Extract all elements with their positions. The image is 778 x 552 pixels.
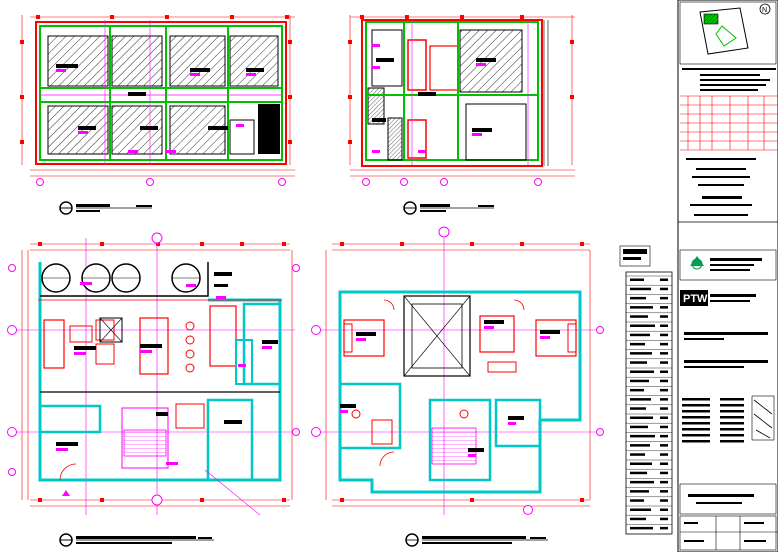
legend-row-symbol [660,324,668,327]
legend-row-text [630,517,646,521]
legend-row-symbol [660,352,668,355]
legend-table [625,271,673,535]
legend-row-text [630,425,648,429]
floor-plan-1 [7,232,300,547]
legend-row-symbol [660,444,668,447]
legend-row-symbol [660,517,668,521]
title-row-label [682,440,710,443]
legend-row-text [630,526,653,530]
legend-row-symbol [660,499,668,502]
title-row-value [720,416,744,419]
floor-plan-2 [311,226,604,547]
legend-row-text [630,480,654,484]
legend-row-text [630,333,650,337]
title-row-value [720,404,744,407]
title-row-value [720,440,744,443]
legend-row-symbol [660,315,668,318]
legend-row-text [630,398,651,401]
legend-row-text [630,416,653,419]
title-row-value [720,434,744,437]
elevation-2 [348,15,575,215]
legend-row-text [630,324,655,327]
title-row-label [682,416,710,419]
title-row-value [720,410,744,413]
title-row-value [720,428,744,431]
legend-row-symbol [660,361,668,364]
logo-text: PTW [683,293,708,305]
legend-row-text [630,407,646,410]
legend-row-text [630,278,644,281]
title-block-rows [682,398,744,443]
legend-row-symbol [660,287,668,291]
legend-row-symbol [660,462,668,465]
legend-row-symbol [660,278,668,281]
legend-row-symbol [660,480,668,484]
legend-row-text [630,471,647,475]
legend-row-symbol [660,453,668,456]
legend-row-symbol [660,306,668,309]
title-row-value [720,422,744,425]
title-row-label [682,428,710,431]
legend-row-symbol [660,416,668,419]
legend-row-text [630,434,655,438]
legend-row-text [630,499,644,502]
mid-legend-block [619,245,651,267]
legend-row-text [630,453,645,456]
legend-row-symbol [660,490,668,493]
legend-row-text [630,462,652,465]
revision-grid [680,95,778,151]
elevation-1 [20,15,295,215]
legend-row-symbol [660,388,668,392]
title-block: N PTW [677,0,778,552]
legend-row-text [630,361,647,364]
title-row-label [682,434,710,437]
legend-row-symbol [660,526,668,530]
title-row-value [720,398,744,401]
legend-row-symbol [660,471,668,475]
legend-row-text [630,370,654,373]
legend-row-text [630,352,652,355]
legend-row-text [630,342,645,346]
legend-row-symbol [660,434,668,438]
legend-row-text [630,508,651,511]
title-row-label [682,404,710,407]
legend-row-symbol [660,398,668,401]
legend-row-text [630,306,653,309]
legend-row-text [630,444,650,447]
legend-row-text [630,287,651,291]
legend-row-symbol [660,296,668,300]
legend-row-text [630,379,649,383]
legend-row-symbol [660,379,668,383]
legend-row-symbol [660,425,668,429]
title-row-label [682,398,710,401]
legend-row-text [630,490,649,493]
legend-row-symbol [660,508,668,511]
title-row-label [682,410,710,413]
legend-rows [626,275,672,530]
title-row-label [682,422,710,425]
legend-row-symbol [660,342,668,346]
legend-row-symbol [660,407,668,410]
legend-row-symbol [660,333,668,337]
legend-row-symbol [660,370,668,373]
north-arrow-label: N [762,7,767,14]
legend-row-text [630,388,644,392]
legend-row-text [630,315,648,318]
legend-row-text [630,296,646,300]
